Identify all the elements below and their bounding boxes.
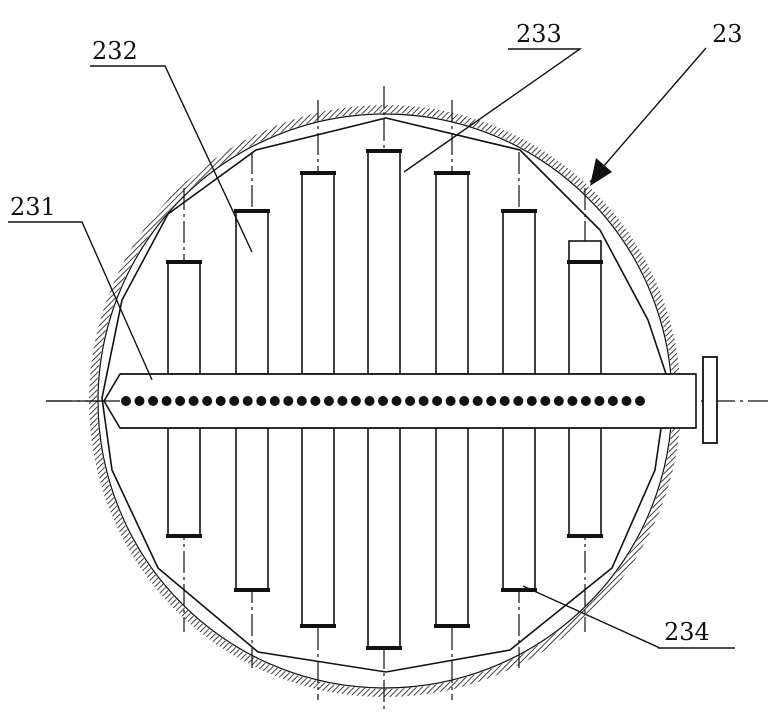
branch-pipe	[300, 171, 336, 628]
pipe-hole	[202, 396, 213, 406]
pipe-hole	[269, 396, 280, 406]
pipe-hole	[526, 396, 537, 406]
label-233: 233	[516, 20, 562, 48]
pipe-hole	[215, 396, 226, 406]
pipe-hole	[391, 396, 402, 406]
pipe-hole	[472, 396, 483, 406]
pipe-hole	[296, 396, 307, 406]
pipe-hole	[310, 396, 321, 406]
pipe-hole	[229, 396, 240, 406]
leader-233	[403, 48, 583, 173]
branch-pipes	[166, 149, 603, 650]
pipe-hole	[445, 396, 456, 406]
pipe-hole	[364, 396, 375, 406]
branch-pipe	[166, 260, 202, 538]
pipe-hole	[459, 396, 470, 406]
pipe-holes	[121, 396, 645, 406]
branch-pipe	[567, 240, 603, 538]
end-flange	[702, 356, 718, 444]
branch-pipe	[501, 209, 537, 592]
pipe-hole	[635, 396, 645, 406]
pipe-hole	[499, 396, 510, 406]
pipe-hole	[405, 396, 416, 406]
pipe-hole	[432, 396, 443, 406]
pipe-hole	[486, 396, 497, 406]
branch-pipe	[434, 171, 470, 628]
pipe-hole	[350, 396, 361, 406]
pipe-hole	[283, 396, 294, 406]
branch-pipe	[234, 209, 270, 592]
pipe-hole	[567, 396, 578, 406]
pipe-hole	[378, 396, 388, 406]
pipe-hole	[188, 396, 199, 406]
pipe-hole	[242, 396, 253, 406]
pipe-hole	[553, 396, 564, 406]
pipe-hole	[580, 396, 591, 406]
leader-lines	[8, 47, 735, 649]
pipe-hole	[121, 396, 131, 406]
leader-232	[90, 65, 253, 253]
pipe-hole	[161, 396, 172, 406]
pipe-hole	[148, 396, 159, 406]
label-231: 231	[10, 193, 56, 221]
distributor-outline	[101, 117, 669, 673]
label-234: 234	[664, 618, 710, 646]
pipe-hole	[513, 396, 524, 406]
arrow-head-23	[590, 158, 612, 186]
leader-231	[8, 221, 153, 381]
pipe-hole	[256, 396, 267, 406]
leader-234	[522, 585, 735, 649]
pipe-hole	[607, 396, 618, 406]
pipe-hole	[134, 396, 145, 406]
label-232: 232	[92, 37, 138, 65]
pipe-hole	[418, 396, 429, 406]
pipe-hole	[175, 396, 186, 406]
pipe-hole	[540, 396, 551, 406]
label-23: 23	[712, 20, 743, 48]
pipe-hole	[323, 396, 334, 406]
leader-23	[589, 47, 707, 183]
branch-pipe	[366, 149, 402, 650]
pipe-hole	[337, 396, 348, 406]
pipe-hole	[594, 396, 605, 406]
pipe-hole	[621, 396, 632, 406]
